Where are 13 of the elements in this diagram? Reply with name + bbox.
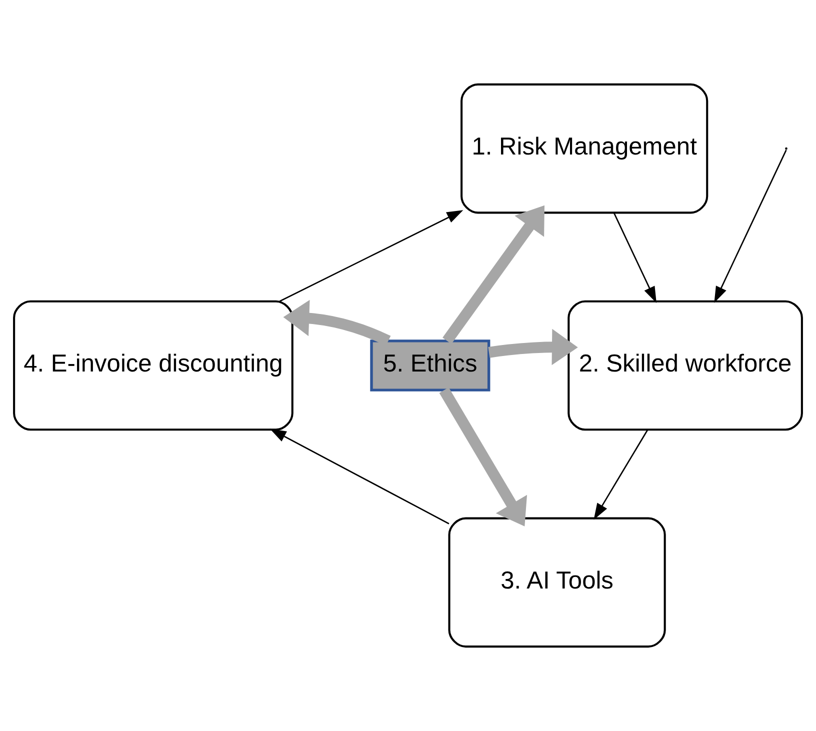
arrow bbox=[488, 328, 578, 366]
node-box: 3. AI Tools bbox=[448, 517, 666, 648]
arrow bbox=[270, 428, 450, 524]
arrow bbox=[594, 430, 648, 520]
arrow bbox=[439, 387, 528, 526]
arrow bbox=[613, 212, 656, 303]
node-box: 2. Skilled workforce bbox=[568, 300, 803, 431]
arrow bbox=[714, 150, 787, 303]
arrow bbox=[442, 205, 544, 344]
node-box: 5. Ethics bbox=[370, 340, 490, 392]
arrow bbox=[279, 210, 464, 302]
node-box: 4. E-invoice discounting bbox=[13, 300, 294, 431]
node-box: 1. Risk Management bbox=[460, 83, 708, 214]
